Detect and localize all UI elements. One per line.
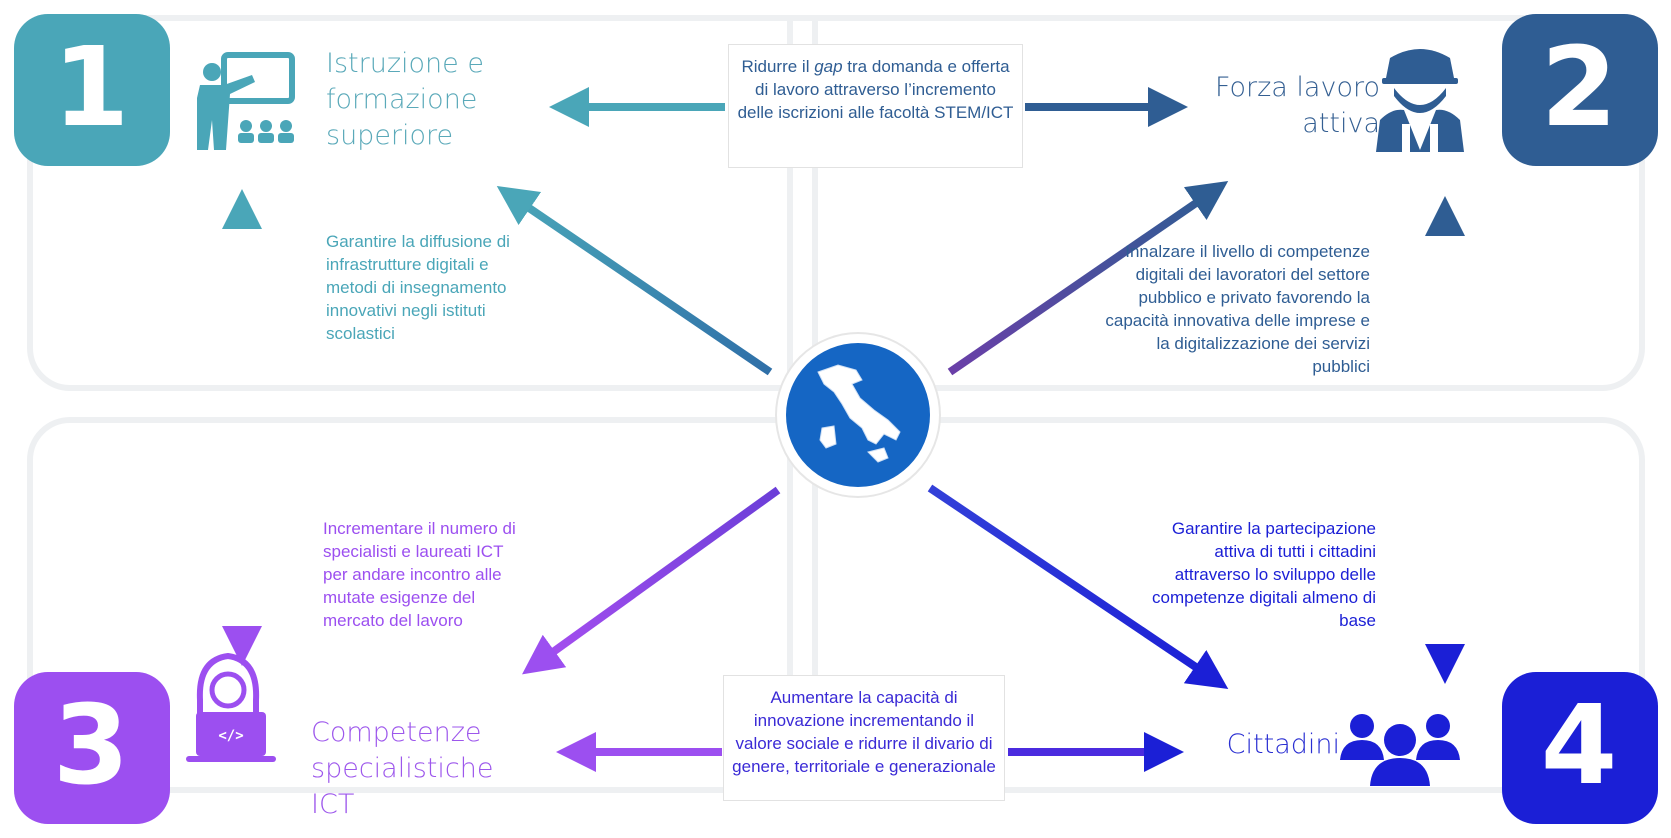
top-goal-prefix: Ridurre il — [741, 57, 815, 76]
badge-4-bg — [1502, 672, 1658, 824]
description-citizens: Garantire la partecipazione attiva di tu… — [1152, 519, 1376, 630]
quadrant-title-4: Cittadini — [1226, 729, 1340, 760]
badge-number-1: 1 — [52, 23, 130, 151]
badge-number-2: 2 — [1540, 23, 1618, 151]
citizens-icon — [1340, 714, 1460, 786]
arrow-diag-3 — [522, 486, 781, 675]
top-goal-suffix: tra domanda e offerta di lavoro attraver… — [737, 57, 1014, 122]
badge-number-3: 3 — [52, 681, 130, 809]
description-workforce: Innalzare il livello di competenze digit… — [1105, 242, 1370, 376]
description-education: Garantire la diffusione di infrastruttur… — [326, 232, 510, 343]
top-goal-box: Ridurre il gap tra domanda e offerta di … — [728, 44, 1023, 168]
badge-number-4: 4 — [1540, 681, 1618, 809]
developer-icon: </> — [186, 652, 276, 762]
badge-3-bg — [14, 672, 170, 824]
svg-text:</>: </> — [218, 728, 243, 744]
center-hub — [775, 332, 941, 498]
quadrant-title-2: Forza lavoro attiva — [1214, 72, 1380, 139]
top-goal-emphasis: gap — [814, 57, 843, 76]
description-ict: Incrementare il numero di specialisti e … — [323, 519, 516, 630]
arrow-diag-2 — [947, 180, 1229, 376]
badge-2-bg — [1502, 14, 1658, 166]
bottom-goal-box: Aumentare la capacità di innovazione inc… — [723, 675, 1005, 801]
arrow-diag-1 — [496, 185, 773, 376]
quadrant-title-3: Competenze specialistiche ICT — [311, 717, 494, 820]
italy-map-icon — [817, 364, 901, 463]
teacher-icon — [197, 52, 295, 150]
badge-1-bg — [14, 14, 170, 166]
quadrant-title-1: Istruzione e formazione superiore — [326, 48, 484, 151]
worker-icon — [1376, 49, 1464, 152]
arrow-diag-4 — [927, 484, 1229, 689]
